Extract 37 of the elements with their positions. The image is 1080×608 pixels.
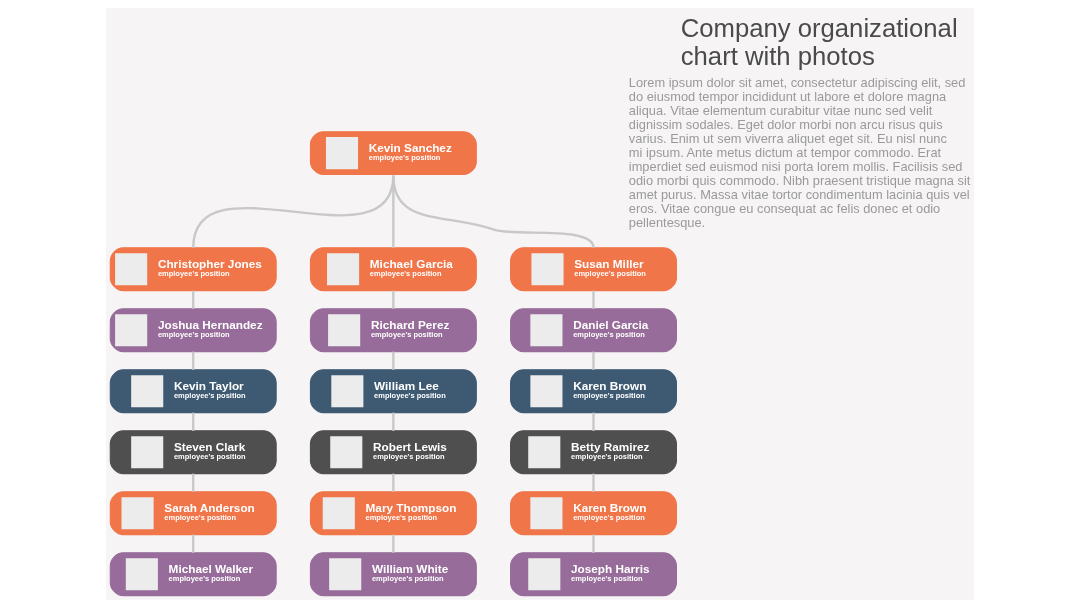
node-box: Susan Miller employee's position xyxy=(510,247,677,292)
connector xyxy=(592,290,595,309)
node-box: Mary Thompson employee's position xyxy=(309,491,477,536)
connector xyxy=(192,412,195,431)
node-box: Christopher Jones employee's position xyxy=(109,247,277,292)
node-box: Richard Perez employee's position xyxy=(309,308,477,353)
node-box: Sarah Anderson employee's position xyxy=(109,491,277,536)
connector xyxy=(392,412,395,431)
label: Lorem ipsum dolor sit amet, consectetur adipiscing elit, sed do eiusmod tempor incididunt ut labore et dolore magna aliqua. Vitae elementum curabitur vitae nunc sed velit dignissim sodales. Eget dolor morbi non arcu risus quis varius. Enim ut sem viverra aliquet eget sit. Eu nisl nunc mi ipsum. Ante metus dictum at tempor commodo. Erat imperdiet sed euismod nisi porta lorem mollis. Facilisis sed odio morbi quis commodo. Nibh praesent tristique magna sit amet purus. Massa vitae tortor condimentum lacinia quis vel eros. Vitae congue eu consequat ac felis donec et odio pellentesque. xyxy=(628,75,971,230)
node-box: Kevin Sanchez employee's position xyxy=(309,131,477,176)
node-box: Michael Garcia employee's position xyxy=(309,247,477,292)
connector xyxy=(592,351,595,370)
connector xyxy=(392,534,395,553)
connector xyxy=(592,412,595,431)
node-box: Daniel Garcia employee's position xyxy=(510,308,677,353)
node-box: William Lee employee's position xyxy=(309,369,477,414)
connector xyxy=(592,534,595,553)
node-box: Karen Brown employee's position xyxy=(510,369,677,414)
node-box: Michael Walker employee's position xyxy=(109,552,277,597)
node-box: Betty Ramirez employee's position xyxy=(510,430,677,475)
node-box: Robert Lewis employee's position xyxy=(309,430,477,475)
connector xyxy=(192,351,195,370)
node-box: Steven Clark employee's position xyxy=(109,430,277,475)
connector xyxy=(392,351,395,370)
node-box: Joseph Harris employee's position xyxy=(510,552,677,597)
connector xyxy=(392,290,395,309)
connector xyxy=(392,473,395,492)
connector xyxy=(192,534,195,553)
node-box: William White employee's position xyxy=(309,552,477,597)
node-box: Joshua Hernandez employee's position xyxy=(109,308,277,353)
node-box: Kevin Taylor employee's position xyxy=(109,369,277,414)
connector xyxy=(192,473,195,492)
connector xyxy=(392,175,595,249)
diagram-title: Company organizational chart with photos xyxy=(680,14,958,71)
node-box: Karen Brown employee's position xyxy=(510,491,677,536)
connector xyxy=(192,290,195,309)
connector xyxy=(592,473,595,492)
